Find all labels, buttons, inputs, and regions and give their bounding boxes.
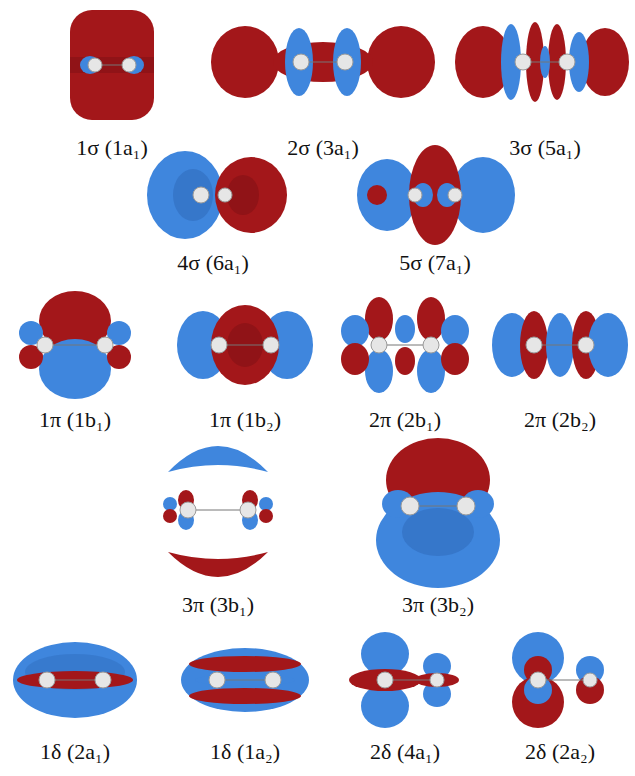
orbital-label: 2δ (2a₂) [525,740,595,764]
orbital-label: 2π (2b₂) [524,408,596,432]
orbital-3pi-b2 [376,438,500,588]
orbital-2sigma [211,26,435,98]
orbital-label: 2σ (3a₁) [287,136,358,160]
orbital-1delta-a1 [13,642,137,718]
orbital-label: 1π (1b₁) [39,408,111,432]
orbital-label: 5σ (7a₁) [399,251,470,275]
orbital-label: 1δ (2a₁) [40,740,110,764]
orbital-label: 2π (2b₁) [369,408,441,432]
orbital-1delta-a2 [181,648,309,712]
orbital-3pi-b1 [163,446,273,577]
orbital-2pi-b1 [341,297,469,393]
orbital-label: 2δ (4a₁) [370,740,440,764]
orbital-5sigma [357,145,515,245]
orbital-1sigma [70,10,154,120]
orbital-label: 3π (3b₂) [402,593,474,617]
orbital-4sigma [147,151,287,239]
orbital-1pi-b2 [177,305,313,385]
orbital-label: 3σ (5a₁) [509,136,580,160]
orbital-label: 1δ (1a₂) [210,740,280,764]
orbital-1pi-b1 [19,291,131,399]
orbital-label: 1σ (1a₁) [76,136,147,160]
orbital-2delta-a1 [349,632,459,728]
orbital-label: 1π (1b₂) [209,408,281,432]
orbital-label: 3π (3b₁) [182,593,254,617]
orbital-3sigma [455,22,629,102]
orbital-2pi-b2 [492,311,628,379]
orbital-label: 4σ (6a₁) [177,251,248,275]
orbital-2delta-a2 [512,632,604,728]
